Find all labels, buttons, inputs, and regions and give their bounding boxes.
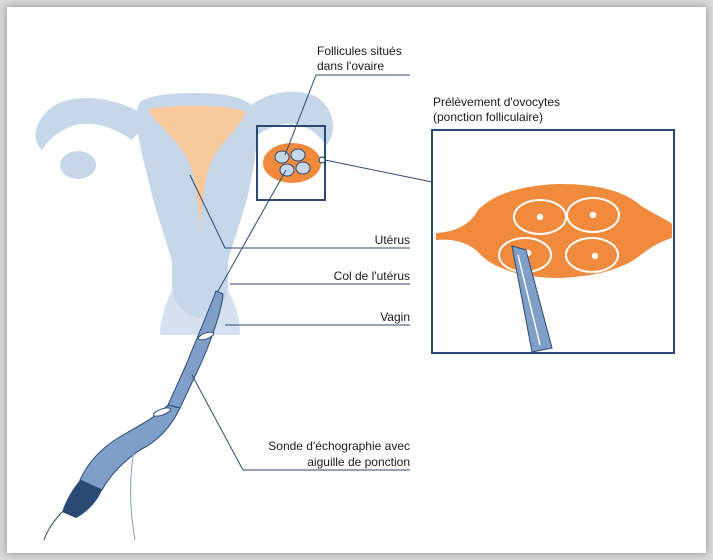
label-prelevement-line1: Prélèvement d'ovocytes [433,95,560,109]
probe-cable [44,512,62,540]
follicle-2 [291,149,305,161]
label-uterus: Utérus [375,233,410,247]
label-sonde-line2: aiguille de ponction [307,455,410,469]
label-sonde-line1: Sonde d'échographie avec [268,439,410,453]
probe-cable-2 [130,445,135,540]
ovary-inset [257,126,325,200]
follicle-1 [275,151,289,163]
label-col: Col de l'utérus [334,269,410,283]
zoom-connector [325,160,432,182]
oocyte-1 [536,213,544,221]
label-follicules-line2: dans l'ovaire [317,59,384,73]
right-ovary [263,143,321,183]
label-follicules-line1: Follicules situés [317,44,402,58]
follicle-4 [296,162,310,174]
left-ovary [60,151,96,179]
label-vagin: Vagin [380,310,410,324]
vaginal-canal [160,290,240,335]
follicle-3 [280,164,294,176]
left-fallopian-tube [36,98,150,150]
probe-handle [80,405,180,490]
oocyte-2 [589,211,597,219]
label-prelevement-line2: (ponction folliculaire) [433,110,543,124]
oocyte-4 [591,252,599,260]
probe-tip-dot [319,157,325,163]
